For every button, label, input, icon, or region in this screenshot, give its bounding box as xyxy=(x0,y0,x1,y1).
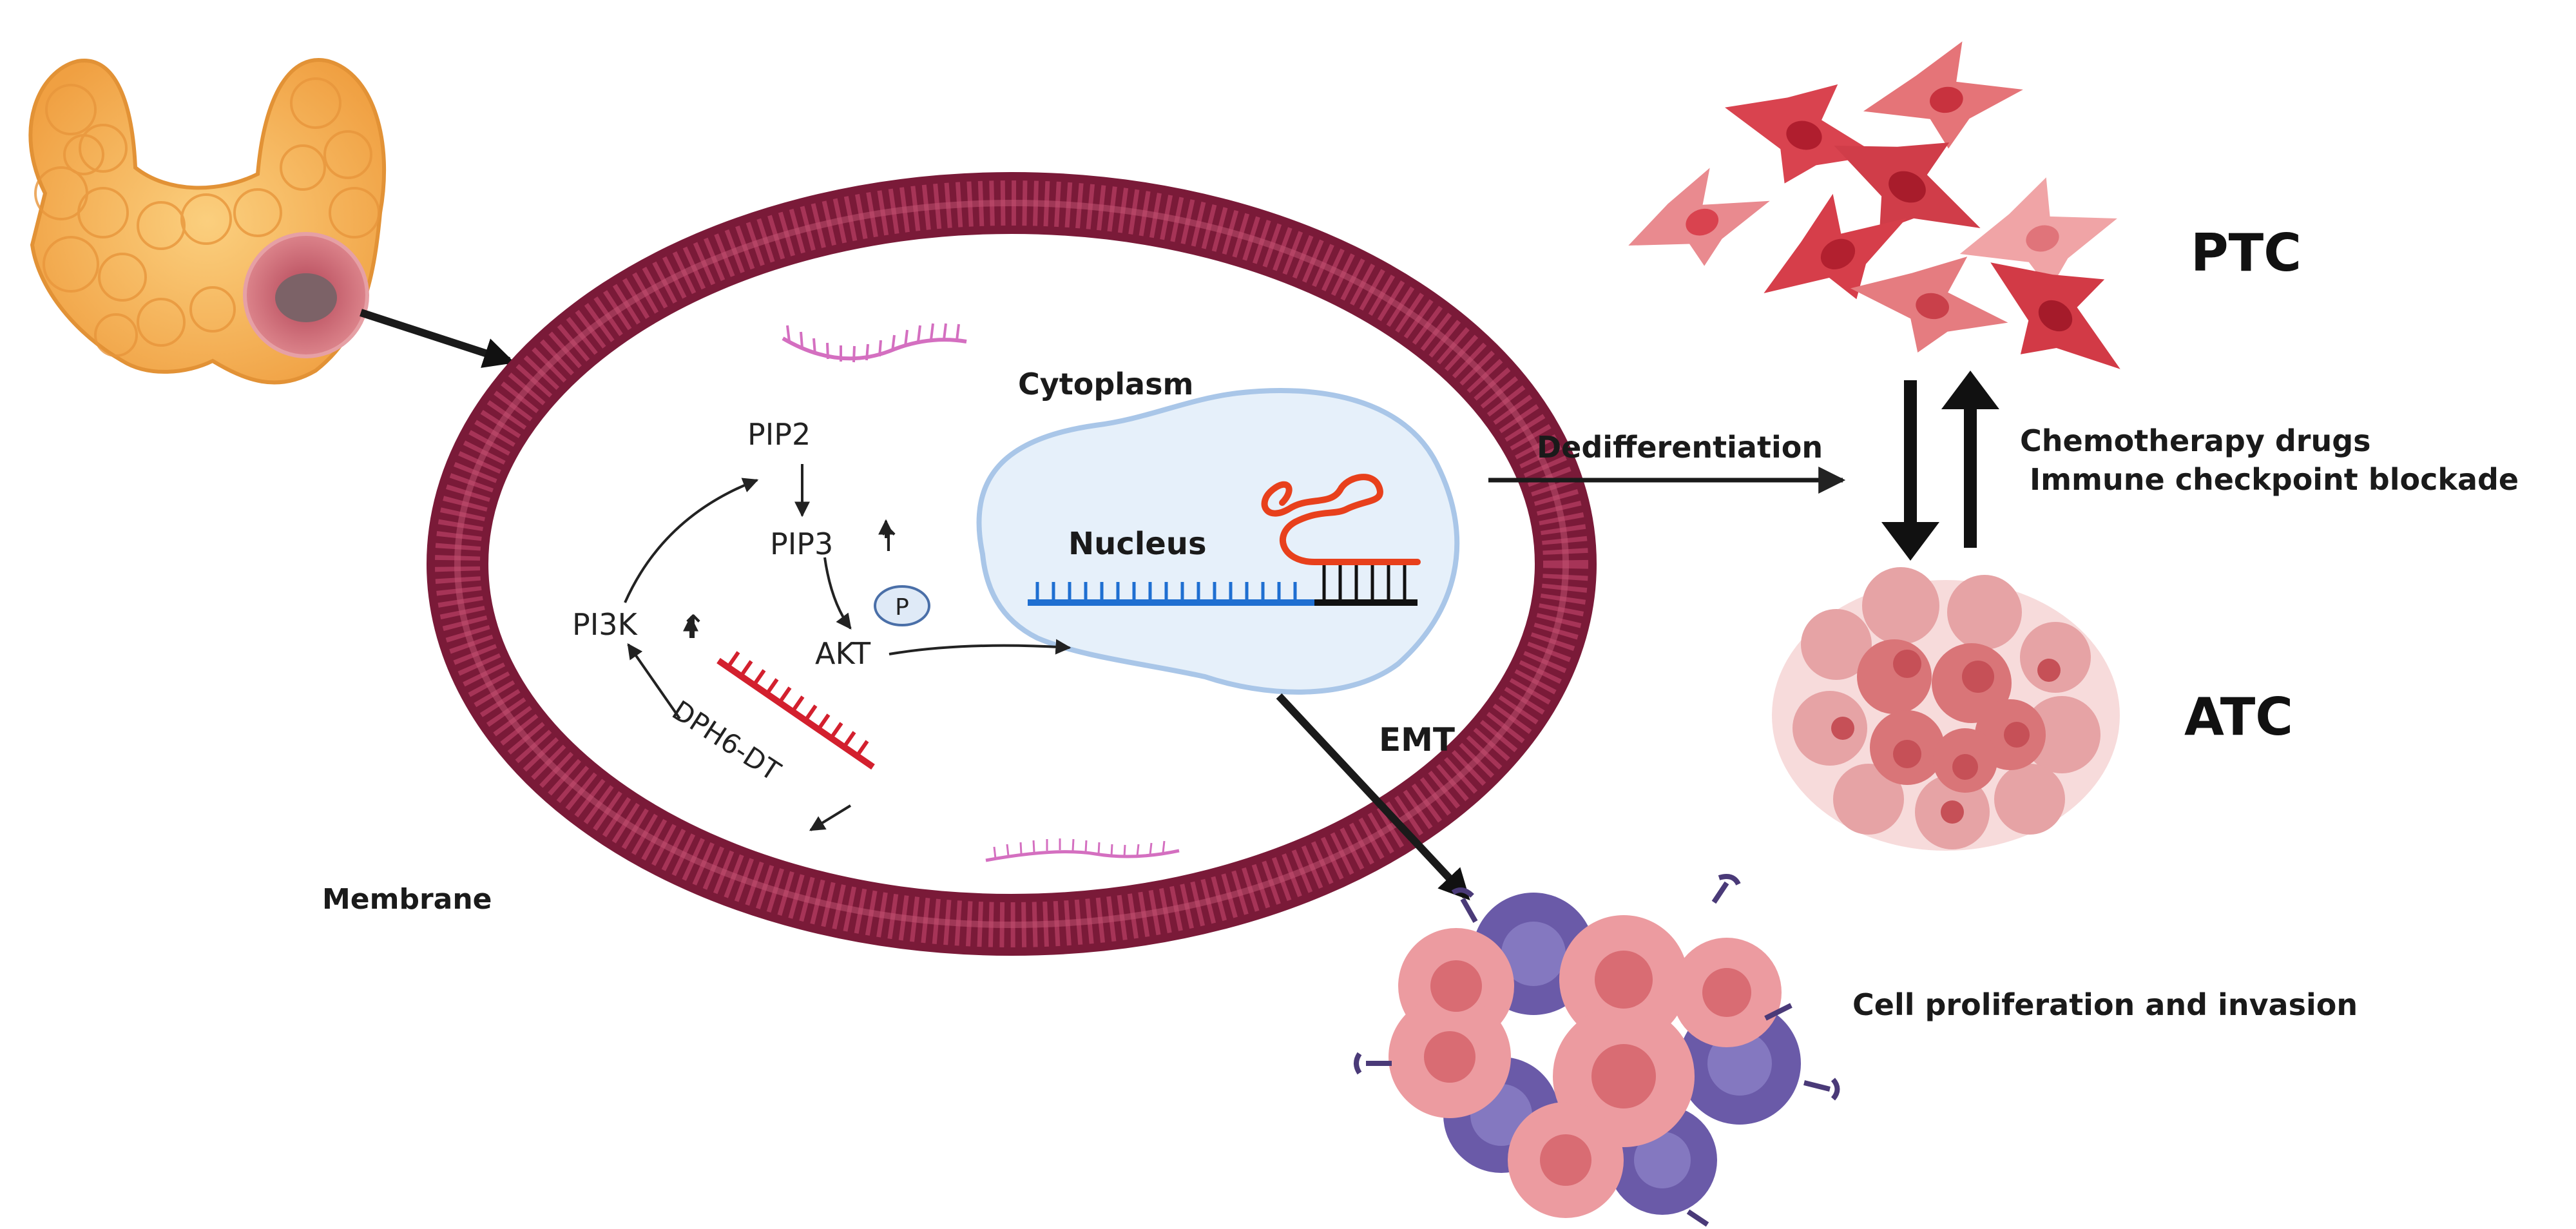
ptc-atc-arrows xyxy=(1881,371,1999,561)
mrna-fragment-bottom xyxy=(985,838,1180,862)
phosphate-label: P xyxy=(895,594,909,621)
emt-label: EMT xyxy=(1379,721,1455,759)
dedifferentiation-label: Dedifferentiation xyxy=(1537,430,1823,465)
thyroid-gland-illustration xyxy=(28,58,387,385)
pip3-label: PIP3 xyxy=(770,527,833,561)
thyroid-to-cell-arrow xyxy=(360,309,515,368)
immune-checkpoint-label: Immune checkpoint blockade xyxy=(2030,462,2519,497)
chemotherapy-label: Chemotherapy drugs xyxy=(2020,423,2371,458)
pi3k-label: PI3K xyxy=(572,607,639,642)
atc-label: ATC xyxy=(2184,687,2293,747)
phosphate-bubble: P xyxy=(874,585,930,626)
proliferating-cell-cluster xyxy=(1354,874,1840,1227)
signaling-arrows xyxy=(624,464,1072,831)
ptc-label: PTC xyxy=(2191,223,2302,283)
ptc-cell-cluster xyxy=(1628,41,2120,369)
pip2-label: PIP2 xyxy=(747,417,811,452)
lncrna-dph6-dt xyxy=(716,651,875,770)
proliferation-label: Cell proliferation and invasion xyxy=(1852,987,2358,1022)
dna-strand xyxy=(1028,582,1314,606)
atc-cell-cluster xyxy=(1772,567,2120,851)
cytoplasm-label: Cytoplasm xyxy=(1018,367,1193,402)
nucleus xyxy=(976,388,1460,695)
mrna-fragment-top xyxy=(782,323,967,363)
rna-dna-hybrid xyxy=(1261,474,1421,606)
pip3-up-arrow: ↑ xyxy=(875,521,902,559)
pi3k-up-arrow: ↑ xyxy=(680,608,707,646)
nucleus-label: Nucleus xyxy=(1068,526,1207,562)
emt-arrow xyxy=(1276,693,1470,901)
membrane-label: Membrane xyxy=(322,883,492,916)
akt-label: AKT xyxy=(815,636,871,671)
